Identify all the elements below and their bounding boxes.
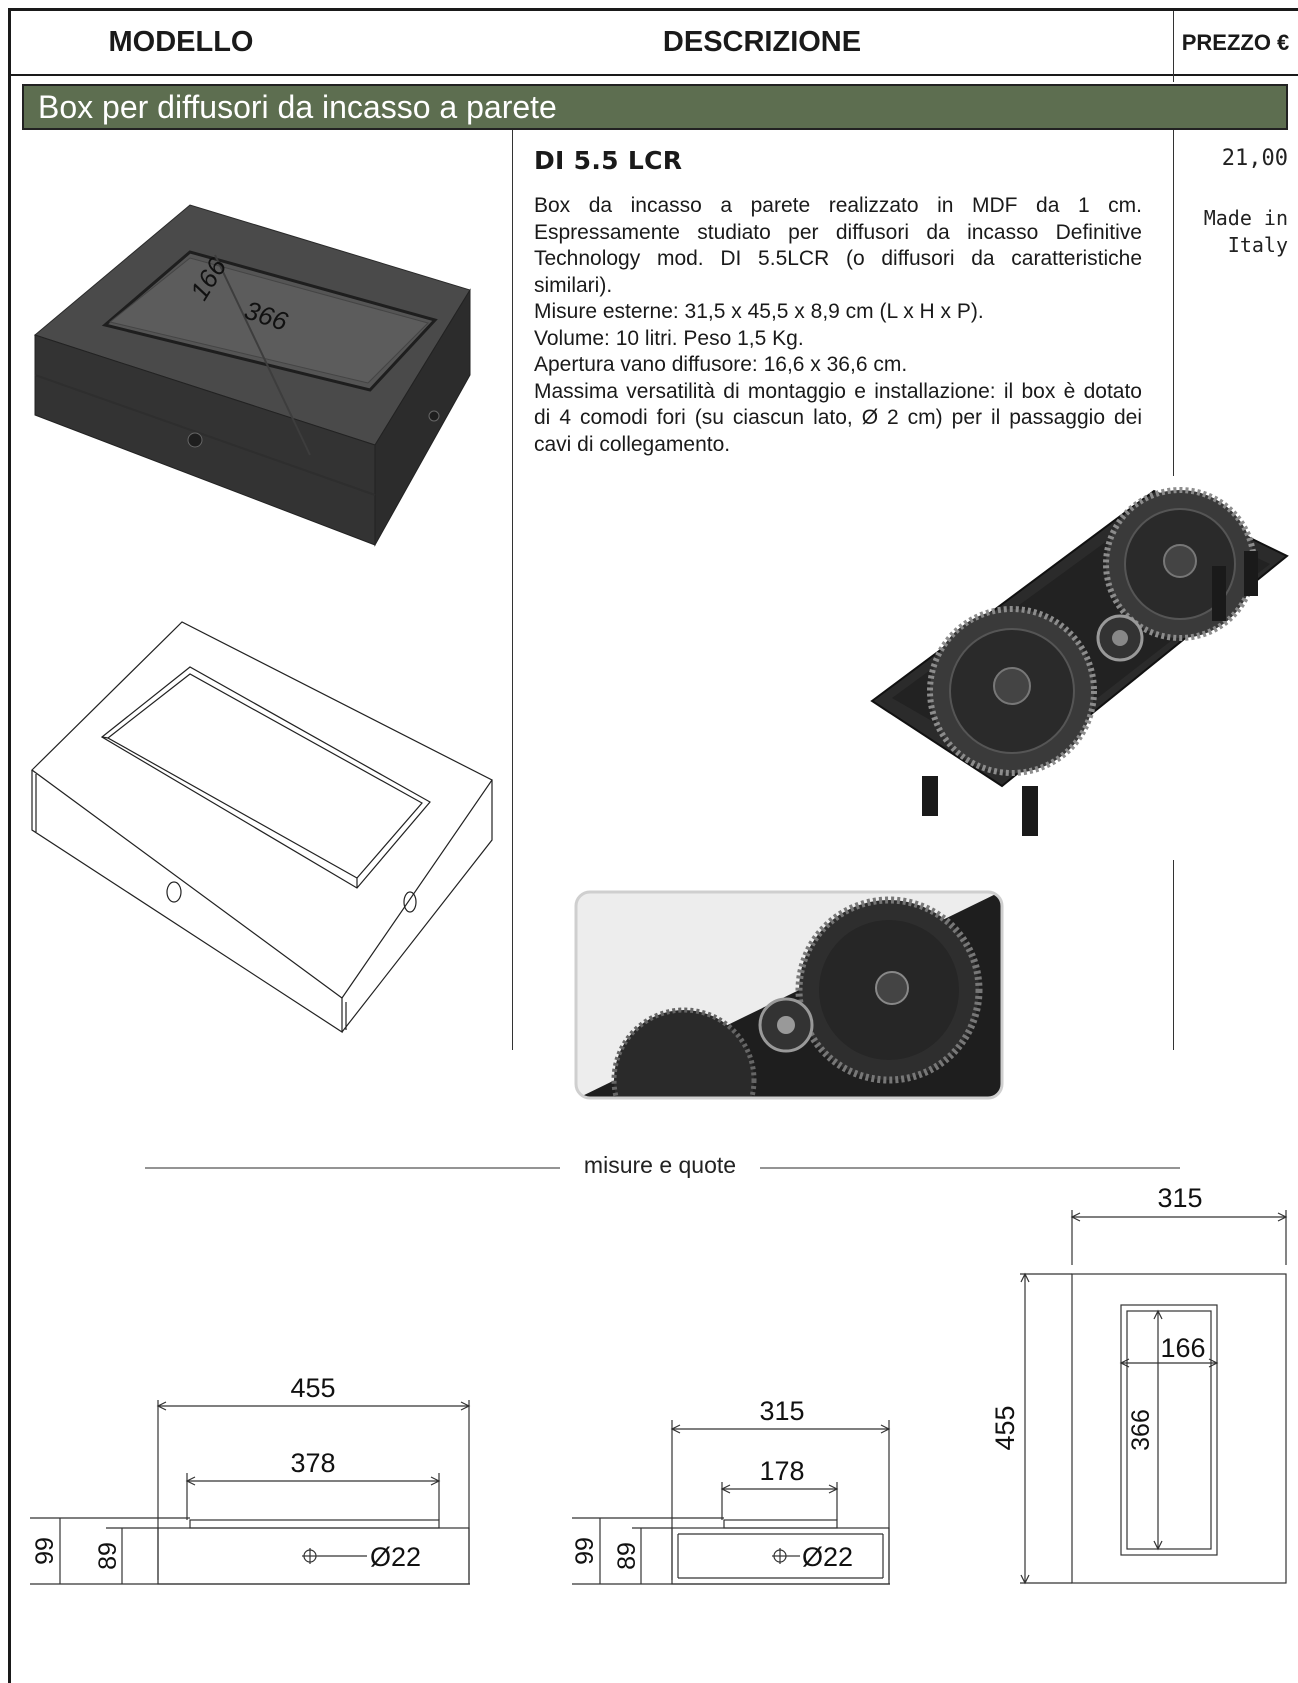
section-title-bar: Box per diffusori da incasso a parete — [22, 84, 1288, 130]
header-model: MODELLO — [108, 26, 254, 58]
product-description: Box da incasso a parete realizzato in MD… — [534, 193, 1142, 458]
side-hole-diameter: Ø22 — [370, 1542, 421, 1572]
side-inner-length: 378 — [290, 1448, 335, 1478]
product-origin: Made in Italy — [1158, 205, 1288, 259]
front-inner-width: 178 — [759, 1456, 804, 1486]
box-render-image: 166 366 — [33, 204, 471, 547]
top-height: 455 — [990, 1405, 1020, 1450]
header-description: DESCRIZIONE — [662, 26, 862, 58]
front-view-drawing: 315 178 99 89 Ø22 — [571, 1396, 891, 1585]
table-header: MODELLO DESCRIZIONE PREZZO € — [11, 11, 1298, 76]
origin-line-1: Made in — [1203, 206, 1288, 230]
column-divider-price — [1173, 130, 1174, 476]
top-opening-length: 366 — [1127, 1409, 1155, 1451]
column-divider-price-header — [1173, 11, 1174, 82]
description-volume-weight: Volume: 10 litri. Peso 1,5 Kg. — [534, 326, 804, 350]
side-body-height: 89 — [94, 1542, 122, 1570]
side-view-drawing: 455 378 99 89 Ø22 — [30, 1373, 471, 1585]
column-divider-price-lower — [1173, 860, 1174, 1050]
description-versatility: Massima versatilità di montaggio e insta… — [534, 379, 1142, 456]
product-name: DI 5.5 LCR — [534, 146, 683, 175]
misure-label: misure e quote — [560, 1152, 760, 1179]
header-price: PREZZO € — [1181, 29, 1290, 55]
side-total-length: 455 — [290, 1373, 335, 1403]
front-total-height: 99 — [571, 1537, 599, 1565]
top-width: 315 — [1157, 1183, 1202, 1213]
speaker-image — [870, 487, 1289, 836]
product-price: 21,00 — [1221, 146, 1288, 171]
front-body-height: 89 — [613, 1542, 641, 1570]
description-opening: Apertura vano diffusore: 16,6 x 36,6 cm. — [534, 353, 908, 376]
description-intro: Box da incasso a parete realizzato in MD… — [534, 194, 1142, 297]
front-total-width: 315 — [759, 1396, 804, 1426]
origin-line-2: Italy — [1227, 233, 1288, 257]
side-total-height: 99 — [31, 1537, 59, 1565]
top-opening-width: 166 — [1160, 1333, 1205, 1363]
section-title: Box per diffusori da incasso a parete — [38, 89, 557, 125]
box-line-drawing — [31, 621, 493, 1034]
column-divider-model — [512, 130, 513, 1050]
front-hole-diameter: Ø22 — [802, 1542, 853, 1572]
top-view-drawing: 315 455 166 366 — [990, 1183, 1288, 1585]
frame-left-border — [8, 8, 11, 1683]
description-external-sizes: Misure esterne: 31,5 x 45,5 x 8,9 cm (L … — [534, 300, 984, 323]
speaker-closeup-image — [574, 890, 1004, 1100]
frame-top-border — [8, 8, 1298, 11]
